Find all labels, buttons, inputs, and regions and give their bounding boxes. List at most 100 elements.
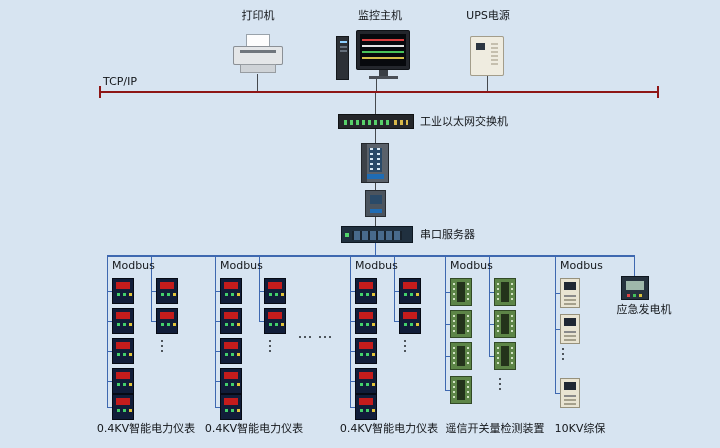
ups-drop-line: [487, 76, 488, 92]
modbus-stub-line: [215, 407, 220, 408]
power-meter-icon: [112, 308, 134, 334]
ups-icon: [470, 36, 504, 76]
modbus-stub-line: [259, 321, 264, 322]
ellipsis-dots: [161, 340, 163, 342]
io-module-icon: [494, 310, 516, 338]
group-caption-4: 遥信开关量检测装置: [445, 422, 545, 435]
modbus-stub-line: [350, 321, 355, 322]
modbus-label-1: Modbus: [112, 259, 155, 272]
printer-tray: [240, 64, 276, 73]
emergency-generator-icon: [621, 276, 649, 300]
modbus-stub-line: [555, 393, 560, 394]
power-meter-icon: [220, 368, 242, 394]
pc-screen: [360, 34, 406, 66]
io-module-icon: [450, 278, 472, 306]
printer-label: 打印机: [241, 9, 275, 22]
power-meter-icon: [220, 394, 242, 420]
modbus-label-2: Modbus: [220, 259, 263, 272]
modbus-stub-line: [489, 292, 494, 293]
industrial-switch-module-icon: [361, 143, 389, 183]
serial-server-label: 串口服务器: [420, 228, 475, 241]
io-module-icon: [494, 342, 516, 370]
modbus-stub-line: [215, 351, 220, 352]
printer-body: [233, 46, 283, 65]
host-drop-line: [376, 79, 377, 92]
modbus-stub-line: [107, 291, 112, 292]
power-meter-icon: [264, 278, 286, 304]
connector-line: [375, 243, 376, 256]
io-module-icon: [450, 376, 472, 404]
power-meter-icon: [264, 308, 286, 334]
modbus-stub-line: [215, 321, 220, 322]
modbus-stub-line: [151, 321, 156, 322]
modbus-line: [151, 257, 152, 321]
power-meter-icon: [220, 308, 242, 334]
power-meter-icon: [220, 278, 242, 304]
power-meter-icon: [112, 394, 134, 420]
modbus-stub-line: [555, 329, 560, 330]
protection-relay-icon: [560, 278, 580, 308]
modbus-stub-line: [350, 407, 355, 408]
ups-label: UPS电源: [466, 9, 510, 22]
modbus-label-5: Modbus: [560, 259, 603, 272]
modbus-line: [215, 257, 216, 407]
modbus-stub-line: [259, 291, 264, 292]
modbus-stub-line: [445, 324, 450, 325]
modbus-line: [259, 257, 260, 321]
printer-drop-line: [257, 74, 258, 92]
modbus-stub-line: [555, 293, 560, 294]
media-converter-icon: [365, 190, 386, 217]
modbus-stub-line: [489, 324, 494, 325]
io-module-icon: [450, 310, 472, 338]
ethernet-switch-label: 工业以太网交换机: [420, 115, 508, 128]
modbus-stub-line: [151, 291, 156, 292]
modbus-line: [350, 257, 351, 407]
group-caption-5: 10KV综保: [554, 422, 606, 435]
generator-label: 应急发电机: [616, 303, 672, 316]
group-caption-3: 0.4KV智能电力仪表: [339, 422, 439, 435]
power-meter-icon: [355, 278, 377, 304]
power-meter-icon: [156, 308, 178, 334]
modbus-stub-line: [350, 351, 355, 352]
modbus-line: [107, 257, 108, 407]
pc-tower: [336, 36, 349, 80]
io-module-icon: [494, 278, 516, 306]
power-meter-icon: [112, 278, 134, 304]
ethernet-switch-icon: [338, 114, 414, 129]
group-caption-2: 0.4KV智能电力仪表: [204, 422, 304, 435]
pc-monitor: [356, 30, 410, 70]
power-meter-icon: [399, 278, 421, 304]
power-meter-icon: [220, 338, 242, 364]
power-meter-icon: [156, 278, 178, 304]
modbus-stub-line: [394, 291, 399, 292]
power-meter-icon: [355, 338, 377, 364]
group-caption-1: 0.4KV智能电力仪表: [96, 422, 196, 435]
ellipsis-dots: [299, 336, 301, 338]
modbus-stub-line: [445, 390, 450, 391]
ellipsis-dots: [562, 348, 564, 350]
printer-icon: [232, 34, 284, 78]
modbus-stub-line: [489, 356, 494, 357]
ellipsis-dots: [404, 340, 406, 342]
modbus-stub-line: [107, 381, 112, 382]
ellipsis-dots: [269, 340, 271, 342]
connector-line: [375, 217, 376, 226]
modbus-stub-line: [215, 381, 220, 382]
modbus-stub-line: [107, 407, 112, 408]
connector-line: [375, 183, 376, 190]
modbus-label-3: Modbus: [355, 259, 398, 272]
connector-line: [375, 129, 376, 143]
protection-relay-icon: [560, 314, 580, 344]
power-meter-icon: [355, 368, 377, 394]
modbus-line: [445, 257, 446, 390]
modbus-stub-line: [350, 291, 355, 292]
modbus-line: [394, 257, 395, 321]
tcpip-label: TCP/IP: [103, 75, 137, 88]
pc-base: [369, 76, 398, 79]
modbus-stub-line: [445, 356, 450, 357]
generator-drop-line: [634, 257, 635, 276]
power-meter-icon: [399, 308, 421, 334]
protection-relay-icon: [560, 378, 580, 408]
modbus-label-4: Modbus: [450, 259, 493, 272]
